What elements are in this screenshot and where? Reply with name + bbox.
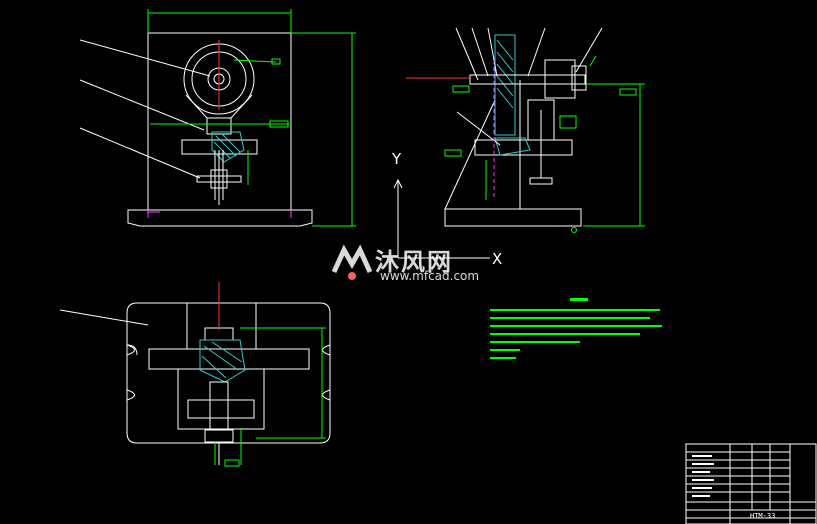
axis-x-label: X	[492, 250, 503, 268]
side-view	[444, 27, 603, 227]
top-view	[59, 302, 331, 465]
side-plate	[474, 139, 573, 156]
title-block-text	[692, 455, 714, 497]
top-plate	[148, 348, 310, 370]
top-dims	[214, 327, 326, 467]
top-outline	[126, 302, 331, 444]
watermark-url: www.mfcad.com	[380, 269, 480, 283]
drawing-code: HTM-33	[750, 512, 776, 520]
watermark-title: 沐风网	[375, 248, 453, 276]
side-shaft	[469, 74, 586, 85]
notes-heading	[570, 298, 588, 301]
front-handle	[196, 175, 242, 183]
tech-notes	[490, 309, 662, 359]
watermark-logo-icon	[331, 244, 373, 280]
watermark: 沐风网 www.mfcad.com	[330, 242, 500, 284]
title-block	[685, 443, 817, 524]
front-base	[127, 209, 313, 227]
front-view	[79, 32, 313, 227]
side-base	[444, 208, 582, 227]
front-dims	[147, 9, 356, 227]
side-dims	[444, 55, 645, 227]
ucs-icon	[393, 178, 490, 259]
axis-y-label: Y	[392, 150, 402, 168]
